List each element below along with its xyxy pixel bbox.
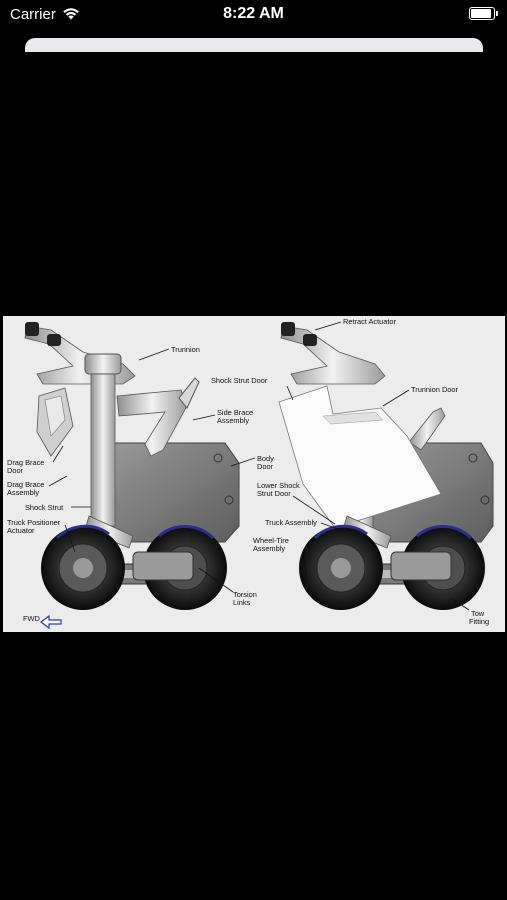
label-trunnion-door: Trunnion Door [411, 385, 459, 394]
landing-gear-diagram[interactable]: Trunnion Side Brace Assembly Drag Brace … [3, 316, 505, 632]
battery-icon [469, 7, 498, 20]
wifi-icon [62, 7, 80, 25]
label-shock-strut-door: Shock Strut Door [211, 376, 268, 385]
label-torsion-links: Links [233, 598, 251, 607]
right-callout-lines [230, 321, 470, 611]
label-drag-brace-assembly-2: Assembly [7, 488, 39, 497]
label-body: Body [257, 454, 274, 463]
sheet-handle[interactable] [25, 38, 483, 52]
status-bar: Carrier 8:22 AM [0, 0, 507, 30]
label-side-brace-assembly: Assembly [217, 416, 249, 425]
right-labels: Retract Actuator Shock Strut Door Trunni… [211, 317, 489, 626]
label-trunnion: Trunnion [171, 345, 200, 354]
left-callout-lines [48, 348, 234, 593]
label-wheel-tire: Wheel-Tire [253, 536, 289, 545]
label-wheel-tire-assembly: Assembly [253, 544, 285, 553]
label-lower-shock-strut-door: Strut Door [257, 489, 291, 498]
label-lower-shock: Lower Shock [257, 481, 300, 490]
left-labels: Trunnion Side Brace Assembly Drag Brace … [7, 345, 257, 623]
label-shock-strut: Shock Strut [25, 503, 63, 512]
label-tow-fitting: Fitting [469, 617, 489, 626]
label-fwd: FWD [23, 614, 40, 623]
label-drag-brace-door: Drag Brace [7, 458, 44, 467]
label-torsion: Torsion [233, 590, 257, 599]
label-retract-actuator: Retract Actuator [343, 317, 397, 326]
label-truck-positioner: Truck Positioner [7, 518, 61, 527]
shock-strut-door-shape [278, 385, 442, 529]
label-drag-brace-assembly: Drag Brace [7, 480, 44, 489]
label-truck-assembly: Truck Assembly [265, 518, 317, 527]
label-side-brace: Side Brace [217, 408, 253, 417]
left-gear-illustration [24, 322, 240, 610]
label-body-door: Door [257, 462, 274, 471]
label-tow: Tow [471, 609, 485, 618]
carrier-label: Carrier [10, 6, 56, 23]
label-drag-brace-door-2: Door [7, 466, 24, 475]
fwd-arrow-icon [40, 614, 62, 630]
right-gear-illustration [278, 322, 494, 610]
clock: 8:22 AM [223, 5, 284, 22]
label-truck-positioner-actuator: Actuator [7, 526, 35, 535]
